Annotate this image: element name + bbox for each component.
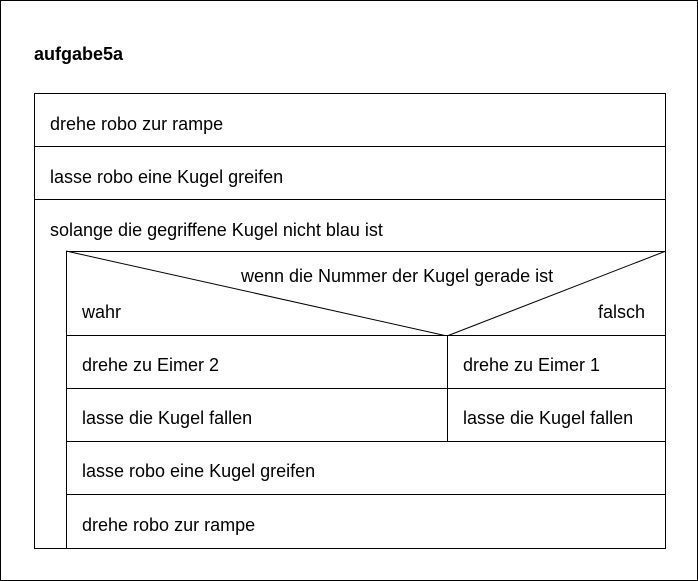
- false-branch-block-2: lasse die Kugel fallen: [447, 388, 666, 442]
- statement-text-1: drehe robo zur rampe: [50, 114, 224, 134]
- true-branch-text-1: drehe zu Eimer 2: [82, 355, 220, 375]
- false-branch-block-1: drehe zu Eimer 1: [447, 335, 666, 389]
- while-loop-condition: solange die gegriffene Kugel nicht blau …: [50, 220, 383, 240]
- false-branch-text-2: lasse die Kugel fallen: [463, 408, 634, 428]
- decision-header: [66, 251, 666, 336]
- diagram-title: aufgabe5a: [34, 44, 124, 64]
- decision-true-label: wahr: [82, 302, 122, 322]
- statement-text-2: lasse robo eine Kugel greifen: [50, 167, 284, 187]
- decision-diagonal-left: [65, 250, 448, 337]
- loop-statement-text-1: lasse robo eine Kugel greifen: [82, 461, 316, 481]
- statement-block-2: lasse robo eine Kugel greifen: [34, 146, 666, 200]
- loop-statement-block-1: lasse robo eine Kugel greifen: [66, 441, 666, 495]
- decision-diagonal-right: [446, 250, 667, 337]
- decision-condition: wenn die Nummer der Kugel gerade ist: [241, 266, 554, 286]
- true-branch-text-2: lasse die Kugel fallen: [82, 408, 253, 428]
- decision-false-label: falsch: [598, 302, 646, 322]
- true-branch-block-2: lasse die Kugel fallen: [66, 388, 448, 442]
- decision-diagonals: [65, 250, 667, 337]
- statement-block-1: drehe robo zur rampe: [34, 93, 666, 147]
- loop-statement-text-2: drehe robo zur rampe: [82, 515, 256, 535]
- false-branch-text-1: drehe zu Eimer 1: [463, 355, 601, 375]
- loop-statement-block-2: drehe robo zur rampe: [66, 494, 666, 549]
- true-branch-block-1: drehe zu Eimer 2: [66, 335, 448, 389]
